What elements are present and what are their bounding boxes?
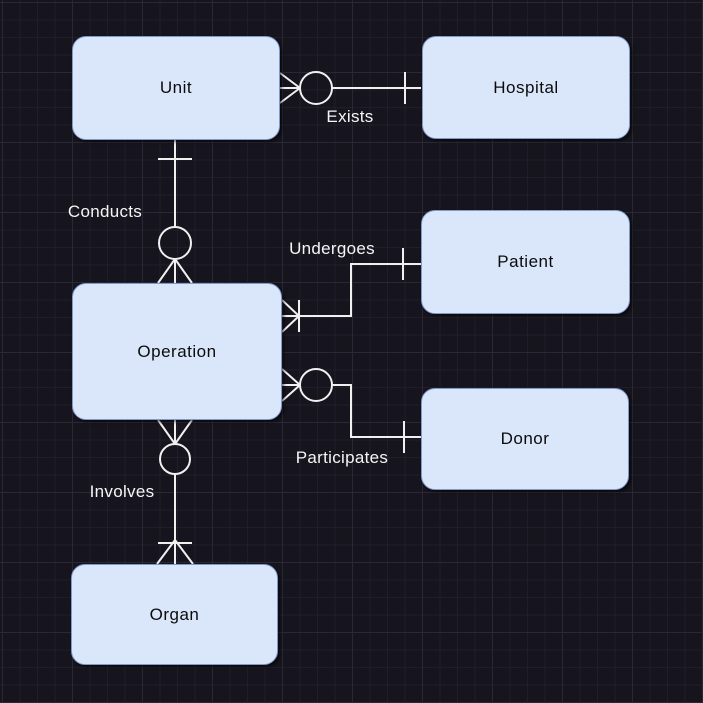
crows-foot-marker [157,419,193,445]
crows-foot-marker [281,299,300,333]
entity-patient[interactable]: Patient [421,210,630,314]
crows-foot-marker [157,258,193,284]
crows-foot-marker [281,368,301,402]
relationship-label-participates[interactable]: Participates [295,448,389,467]
relationship-label-involves[interactable]: Involves [89,482,155,501]
entity-unit[interactable]: Unit [72,36,280,140]
entity-hospital[interactable]: Hospital [422,36,630,139]
crows-foot-marker [156,539,194,565]
edge-line [332,384,421,438]
optional-circle-marker [158,226,192,260]
entity-label: Unit [159,78,193,97]
entity-donor[interactable]: Donor [421,388,629,490]
entity-label: Operation [137,341,217,361]
relationship-label-undergoes[interactable]: Undergoes [289,239,375,258]
edge-participates[interactable] [281,368,421,453]
entity-label: Hospital [493,77,559,97]
edge-undergoes[interactable] [281,248,421,333]
optional-circle-marker [159,443,191,475]
relationship-label-conducts[interactable]: Conducts [67,202,143,221]
edge-line [282,263,421,317]
crows-foot-marker [279,72,301,104]
edge-involves[interactable] [156,419,194,565]
entity-operation[interactable]: Operation [72,283,282,420]
entity-organ[interactable]: Organ [71,564,278,665]
edge-exists[interactable] [279,71,421,105]
optional-circle-marker [299,368,333,402]
relationship-label-exists[interactable]: Exists [326,107,374,126]
entity-label: Donor [500,429,550,448]
edge-conducts[interactable] [157,140,193,284]
entity-label: Patient [497,252,554,271]
entity-label: Organ [149,604,200,624]
optional-circle-marker [299,71,333,105]
